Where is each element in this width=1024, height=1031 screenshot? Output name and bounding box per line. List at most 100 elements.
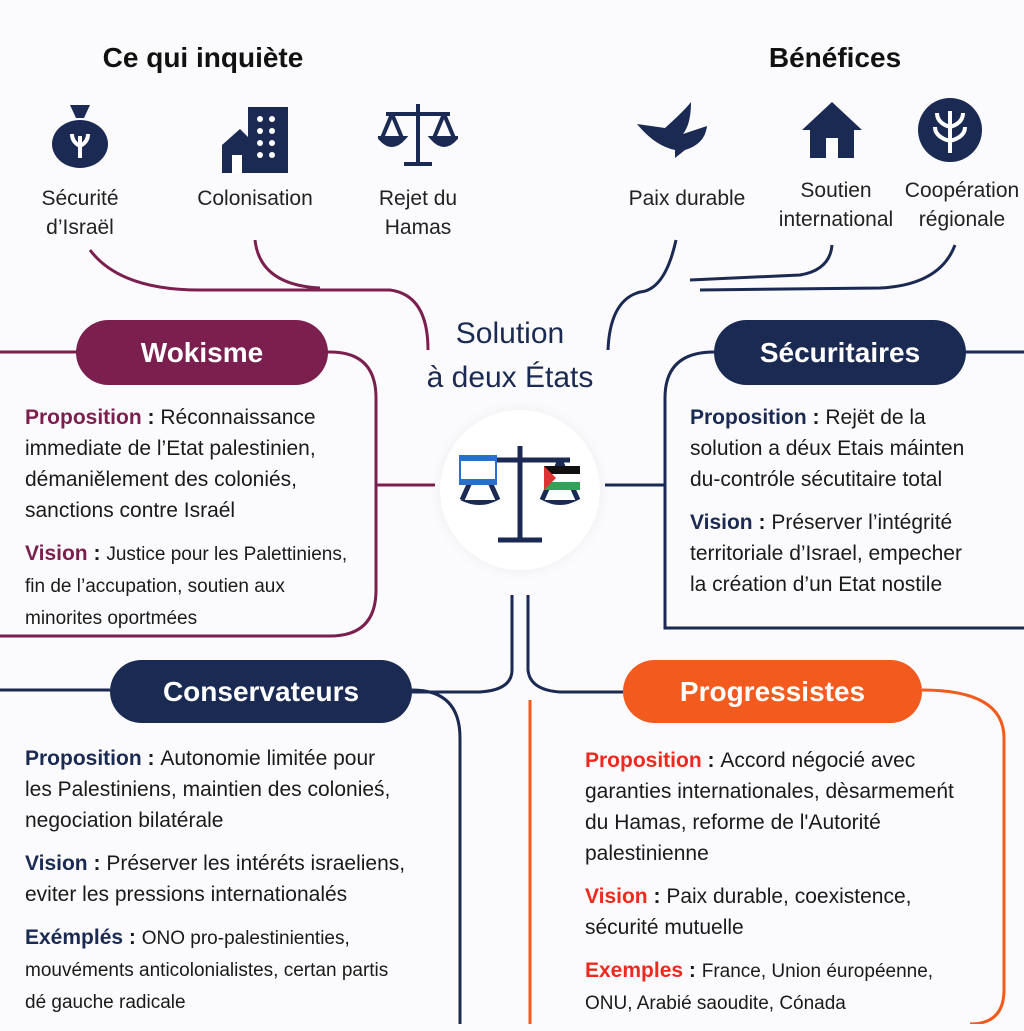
section-text: garanties internationales, dèsarmemeńt bbox=[585, 780, 954, 803]
progressistes-vision-section: Vision : Paix durable, coexistence, sécur… bbox=[585, 881, 954, 943]
text-line: Vision : Préserver les intéréts israelie… bbox=[25, 848, 405, 879]
text-line: les Palestiniens, maintien des colonieś, bbox=[25, 774, 405, 805]
section-text: les Palestiniens, maintien des colonieś, bbox=[25, 778, 391, 801]
securitaires-proposition-section: Proposition : Rejët de la solution a déux… bbox=[690, 402, 964, 495]
securitaires-pill: Sécuritaires bbox=[714, 320, 966, 385]
text-line: garanties internationales, dèsarmemeńt bbox=[585, 776, 954, 807]
section-text: Autonomie limitée pour bbox=[160, 747, 376, 770]
progressistes-pill: Progressistes bbox=[623, 660, 922, 723]
section-text: du-contróle sécutitaire total bbox=[690, 468, 943, 491]
money-bag-icon bbox=[52, 105, 108, 168]
text-line: territoriale d’Israel, empecher bbox=[690, 538, 964, 569]
section-text: negociation bilatérale bbox=[25, 809, 224, 832]
section-label: Proposition bbox=[690, 406, 807, 429]
building-icon bbox=[222, 107, 288, 173]
benefits-heading: Bénéfices bbox=[768, 42, 902, 73]
conservateurs-exémplés-section: Exémplés : ONO pro-palestinienties, mouvé… bbox=[25, 922, 405, 1018]
section-text: palestinienne bbox=[585, 842, 709, 865]
conservateurs-panel: Proposition : Autonomie limitée pour les … bbox=[25, 743, 405, 1030]
section-text: ONO pro-palestinienties, bbox=[141, 928, 350, 949]
colon: : bbox=[87, 852, 107, 875]
section-text: fin de l’accupation, soutien aux bbox=[25, 576, 285, 597]
text-line: Proposition : Réconnaissance bbox=[25, 402, 347, 433]
section-text: Justice pour les Palettiniens, bbox=[106, 544, 348, 565]
section-text: eviter les pressions internationalés bbox=[25, 883, 348, 906]
text-line: démaniělement des coloniés, bbox=[25, 464, 347, 495]
wokisme-proposition-section: Proposition : Réconnaissance immediate de… bbox=[25, 402, 347, 526]
section-text: Réconnaissance bbox=[160, 406, 316, 429]
balance-flags-icon bbox=[459, 446, 581, 543]
text-line: minorites oportmées bbox=[25, 602, 347, 634]
section-label: Proposition bbox=[25, 747, 142, 770]
colon: : bbox=[752, 511, 772, 534]
section-text: territoriale d’Israel, empecher bbox=[690, 542, 962, 565]
section-text: Paix durable, coexistence, bbox=[666, 885, 912, 908]
wheat-icon bbox=[918, 98, 982, 162]
conservateurs-pill: Conservateurs bbox=[110, 660, 412, 723]
colon: : bbox=[683, 959, 702, 982]
worries-heading: Ce qui inquiète bbox=[102, 42, 304, 73]
wokisme-vision-section: Vision : Justice pour les Palettiniens, f… bbox=[25, 538, 347, 634]
colon: : bbox=[141, 747, 161, 770]
benefit-label-peace: Paix durable bbox=[628, 187, 746, 210]
section-text: immediate de l’Etat palestinien, bbox=[25, 437, 316, 460]
section-text: mouvéments anticolonialistes, certan par… bbox=[25, 960, 389, 981]
section-text: Préserver les intéréts israeliens, bbox=[106, 852, 406, 875]
section-label: Vision bbox=[690, 511, 753, 534]
section-text: démaniělement des coloniés, bbox=[25, 468, 297, 491]
section-text: Rejët de la bbox=[825, 406, 926, 429]
text-line: Proposition : Accord négocié avec bbox=[585, 745, 954, 776]
central-scale-emblem bbox=[440, 410, 600, 570]
text-line: Exemples : France, Union éuropéenne, bbox=[585, 955, 954, 987]
progressistes-exemples-section: Exemples : France, Union éuropéenne, ONU,… bbox=[585, 955, 954, 1019]
section-text: ONU, Arabié saoudite, Cónada bbox=[585, 993, 846, 1014]
text-line: immediate de l’Etat palestinien, bbox=[25, 433, 347, 464]
section-text: minorites oportmées bbox=[25, 608, 198, 629]
text-line: Proposition : Rejët de la bbox=[690, 402, 964, 433]
wokisme-pill: Wokisme bbox=[76, 320, 328, 385]
text-line: Exémplés : ONO pro-palestinienties, bbox=[25, 922, 405, 954]
text-line: negociation bilatérale bbox=[25, 805, 405, 836]
section-text: Préserver l’intégrité bbox=[771, 511, 953, 534]
section-label: Proposition bbox=[585, 749, 702, 772]
text-line: solution a déux Etais máinten bbox=[690, 433, 964, 464]
house-icon bbox=[802, 102, 862, 158]
section-text: France, Union éuropéenne, bbox=[701, 961, 934, 982]
conservateurs-proposition-section: Proposition : Autonomie limitée pour les … bbox=[25, 743, 405, 836]
section-label: Exemples bbox=[585, 959, 684, 982]
text-line: ONU, Arabié saoudite, Cónada bbox=[585, 987, 954, 1019]
section-text: du Hamas, reforme de l'Autorité bbox=[585, 811, 881, 834]
section-label: Exémplés bbox=[25, 926, 124, 949]
progressistes-proposition-section: Proposition : Accord négocié avec garanti… bbox=[585, 745, 954, 869]
section-text: la création d’un Etat nostile bbox=[690, 573, 943, 596]
text-line: fin de l’accupation, soutien aux bbox=[25, 570, 347, 602]
conservateurs-vision-section: Vision : Préserver les intéréts israelie… bbox=[25, 848, 405, 910]
text-line: sécurité mutuelle bbox=[585, 912, 954, 943]
section-text: sécurité mutuelle bbox=[585, 916, 744, 939]
worry-label-colonisation: Colonisation bbox=[197, 187, 313, 210]
text-line: du Hamas, reforme de l'Autorité bbox=[585, 807, 954, 838]
text-line: Proposition : Autonomie limitée pour bbox=[25, 743, 405, 774]
securitaires-vision-section: Vision : Préserver l’intégrité territoria… bbox=[690, 507, 964, 600]
text-line: palestinienne bbox=[585, 838, 954, 869]
section-label: Vision bbox=[25, 542, 88, 565]
text-line: la création d’un Etat nostile bbox=[690, 569, 964, 600]
text-line: Vision : Paix durable, coexistence, bbox=[585, 881, 954, 912]
wokisme-panel: Proposition : Réconnaissance immediate de… bbox=[25, 402, 347, 646]
text-line: dé gauche radicale bbox=[25, 986, 405, 1018]
text-line: sanctions contre Israél bbox=[25, 495, 347, 526]
colon: : bbox=[647, 885, 667, 908]
securitaires-panel: Proposition : Rejët de la solution a déux… bbox=[690, 402, 964, 612]
text-line: eviter les pressions internationalés bbox=[25, 879, 405, 910]
text-line: du-contróle sécutitaire total bbox=[690, 464, 964, 495]
colon: : bbox=[806, 406, 826, 429]
colon: : bbox=[141, 406, 161, 429]
colon: : bbox=[87, 542, 107, 565]
section-text: solution a déux Etais máinten bbox=[690, 437, 965, 460]
section-label: Vision bbox=[585, 885, 648, 908]
